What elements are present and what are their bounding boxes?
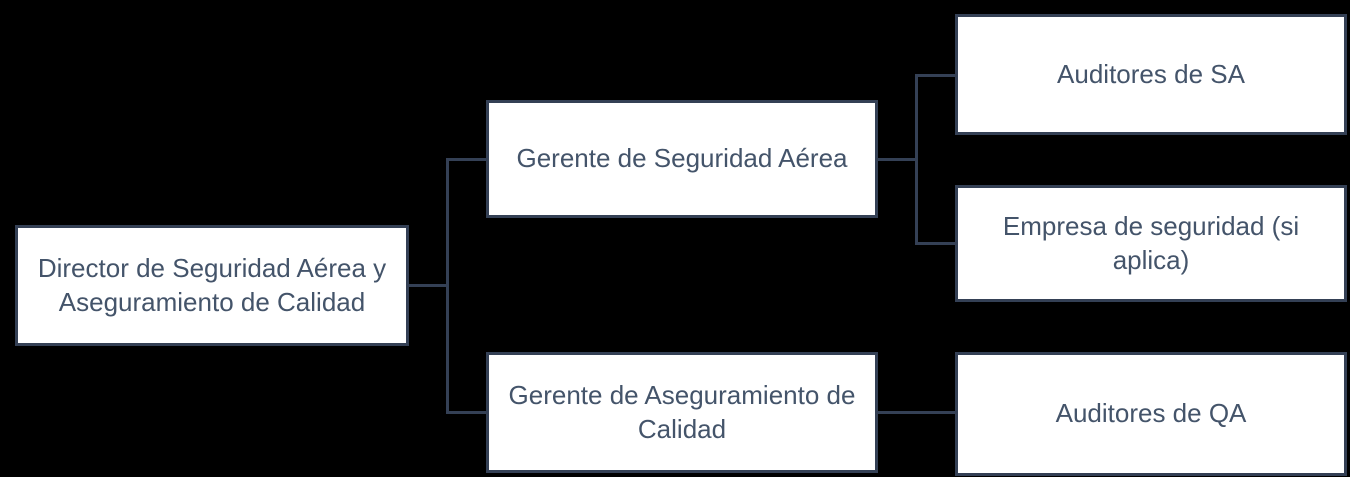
node-auditores-sa[interactable]: Auditores de SA [955,14,1347,135]
node-gerente-aseguramiento-calidad[interactable]: Gerente de Aseguramiento de Calidad [486,352,878,473]
node-empresa-seguridad[interactable]: Empresa de seguridad (si aplica) [955,185,1347,302]
connector-level1-vertical [446,158,449,414]
node-gerente-seguridad-aerea[interactable]: Gerente de Seguridad Aérea [486,100,878,218]
connector-level2-vertical [915,74,918,245]
connector-director-trunk [409,284,449,287]
node-auditores-qa-label: Auditores de QA [1055,398,1247,429]
connector-to-auditores-qa [878,411,955,414]
node-director-label: Director de Seguridad Aérea y Aseguramie… [37,253,387,317]
node-empresa-seguridad-label: Empresa de seguridad (si aplica) [1002,211,1300,275]
node-auditores-sa-label: Auditores de SA [1057,58,1245,89]
node-auditores-qa[interactable]: Auditores de QA [955,352,1347,476]
connector-to-empresa-seguridad [918,242,955,245]
connector-to-gerente-sa [449,158,486,161]
connector-to-gerente-qa [449,411,486,414]
node-gerente-aseguramiento-calidad-label: Gerente de Aseguramiento de Calidad [508,380,856,444]
node-director[interactable]: Director de Seguridad Aérea y Aseguramie… [15,225,409,346]
connector-gerente-sa-trunk [878,158,918,161]
connector-to-auditores-sa [918,74,955,77]
node-gerente-seguridad-aerea-label: Gerente de Seguridad Aérea [516,143,848,174]
